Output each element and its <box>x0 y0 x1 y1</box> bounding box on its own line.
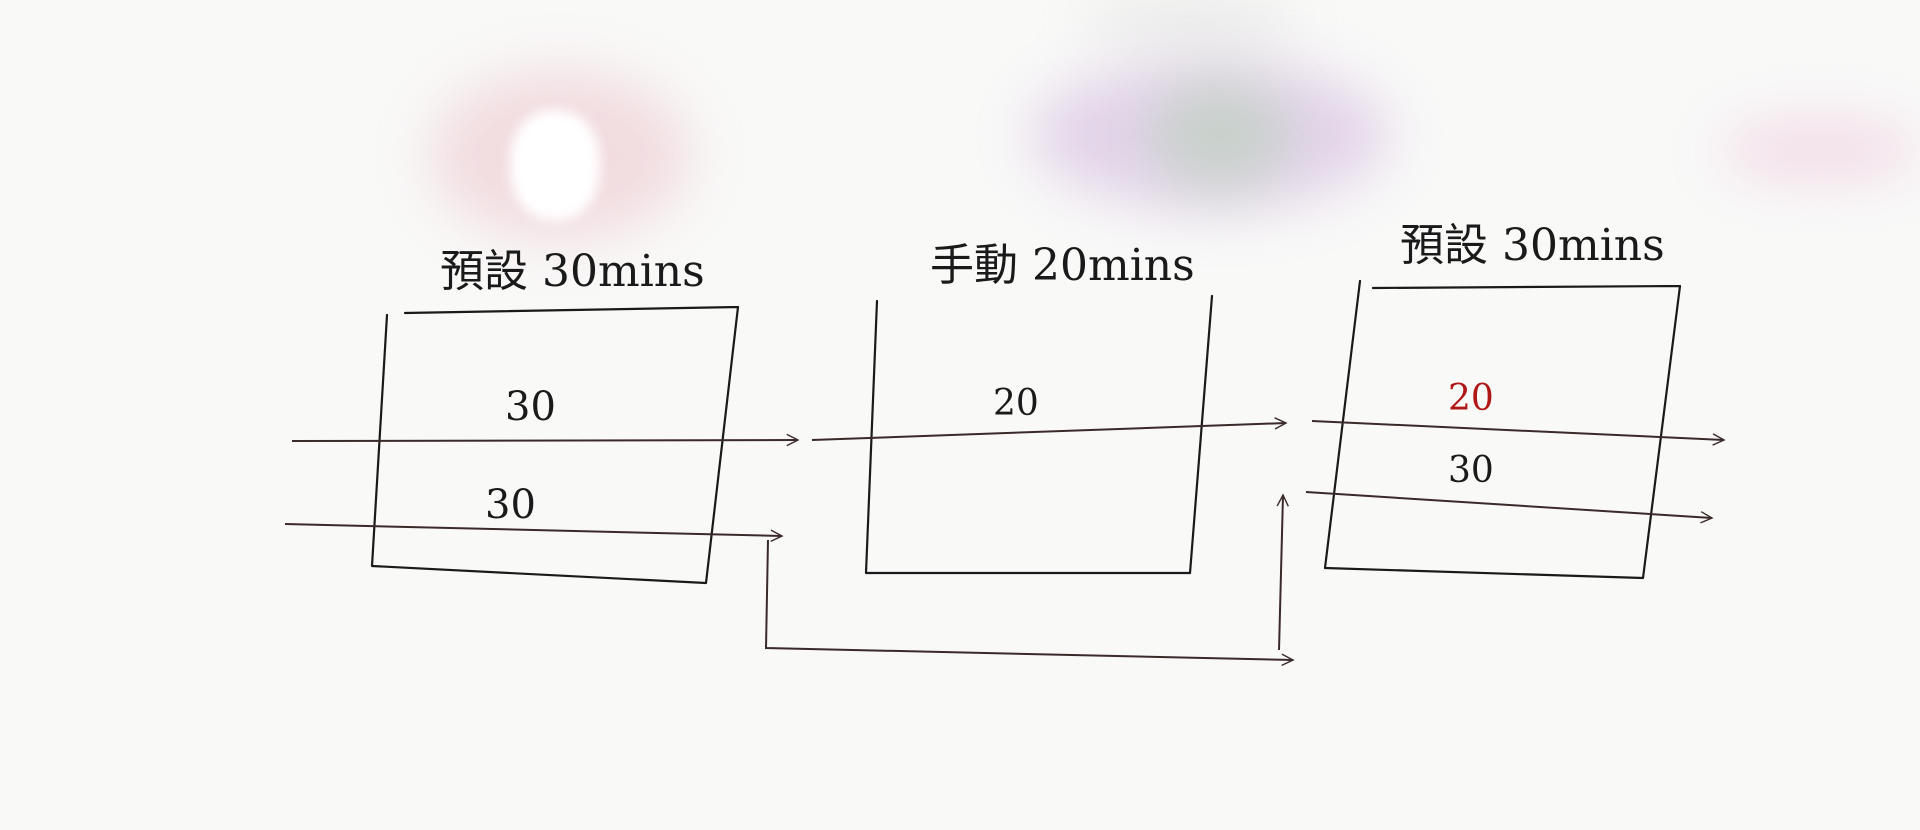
stage-2-box <box>864 294 1214 575</box>
arrow-bypass-to-stage-3 <box>764 539 1293 660</box>
stage-1-row-2-value: 30 <box>485 482 536 528</box>
arrow-stage-3-row-1-out <box>1311 420 1724 440</box>
flow-arrows <box>284 420 1724 660</box>
stage-1-title: 預設 30mins <box>440 246 705 297</box>
stain <box>1080 0 1300 40</box>
stage-3-row-2-value: 30 <box>1448 450 1494 491</box>
stain <box>510 110 600 220</box>
stage-1-box <box>370 305 740 585</box>
arrow-stage-2-to-stage-3 <box>811 423 1286 441</box>
stage-2-row-1-value: 20 <box>993 383 1039 424</box>
stage-1-row-1-value: 30 <box>505 384 556 430</box>
stage-3: 預設 30mins 20 30 <box>1323 220 1682 580</box>
stage-3-box <box>1323 279 1682 580</box>
arrow-stage-3-row-2-out <box>1305 491 1712 518</box>
stage-2-title: 手動 20mins <box>930 240 1195 291</box>
stage-1: 預設 30mins 30 30 <box>370 246 740 585</box>
stain <box>1720 120 1920 180</box>
stage-2: 手動 20mins 20 <box>864 240 1214 575</box>
stain <box>1030 60 1390 210</box>
stage-3-row-1-value: 20 <box>1448 378 1494 419</box>
stain <box>1150 80 1290 190</box>
arrow-bypass-up-to-stage-3-row-2 <box>1279 495 1283 651</box>
arrow-stage-1-row-1-to-stage-2 <box>291 440 798 441</box>
stage-3-title: 預設 30mins <box>1400 220 1665 271</box>
arrow-stage-1-row-2-out <box>284 523 782 536</box>
